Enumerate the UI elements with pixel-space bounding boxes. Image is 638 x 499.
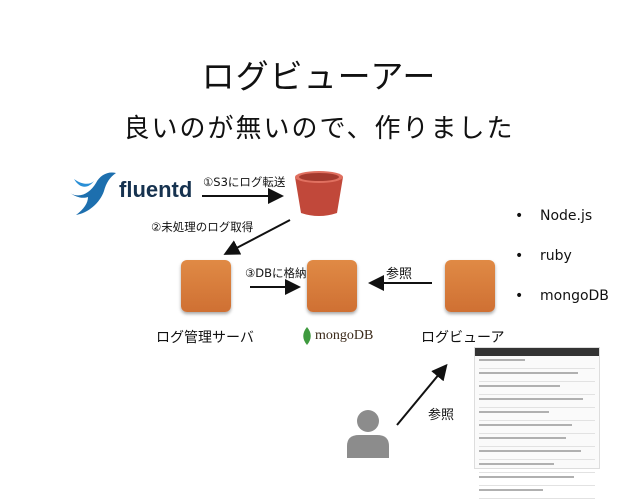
- log-viewer-label: ログビューア: [421, 330, 505, 346]
- mongodb-leaf-icon: [303, 327, 311, 345]
- tech-item: ruby: [515, 248, 609, 288]
- mongodb-logo-text: mongoDB: [315, 328, 374, 343]
- edge-label-ref2: 参照: [428, 408, 455, 423]
- page-title: ログビューアー: [201, 57, 437, 96]
- edge-label-ref1: 参照: [386, 267, 413, 282]
- log-server-label: ログ管理サーバ: [156, 330, 254, 346]
- screenshot-thumbnail: [474, 347, 600, 499]
- tech-item: Node.js: [515, 208, 609, 248]
- log-server-box: [181, 260, 231, 312]
- thumbnail-header: [475, 348, 599, 356]
- mongodb-box: [307, 260, 357, 312]
- arrow-step2: [223, 219, 291, 255]
- fluentd-bird-icon: [70, 172, 116, 215]
- user-silhouette-icon: [347, 410, 389, 458]
- edge-label-step1: ①S3にログ転送: [203, 175, 286, 189]
- edge-label-step2: ②未処理のログ取得: [151, 220, 254, 234]
- fluentd-logo-text: fluentd: [119, 177, 193, 202]
- s3-bucket-icon: [295, 171, 343, 216]
- log-viewer-box: [445, 260, 495, 312]
- edge-label-step3: ③DBに格納: [245, 266, 307, 280]
- tech-item: mongoDB: [515, 288, 609, 328]
- arrow-ref2: [396, 363, 448, 426]
- page-subtitle: 良いのが無いので、作りました: [123, 114, 515, 144]
- tech-list: Node.js ruby mongoDB: [515, 208, 609, 328]
- diagram-arrows: [202, 188, 448, 426]
